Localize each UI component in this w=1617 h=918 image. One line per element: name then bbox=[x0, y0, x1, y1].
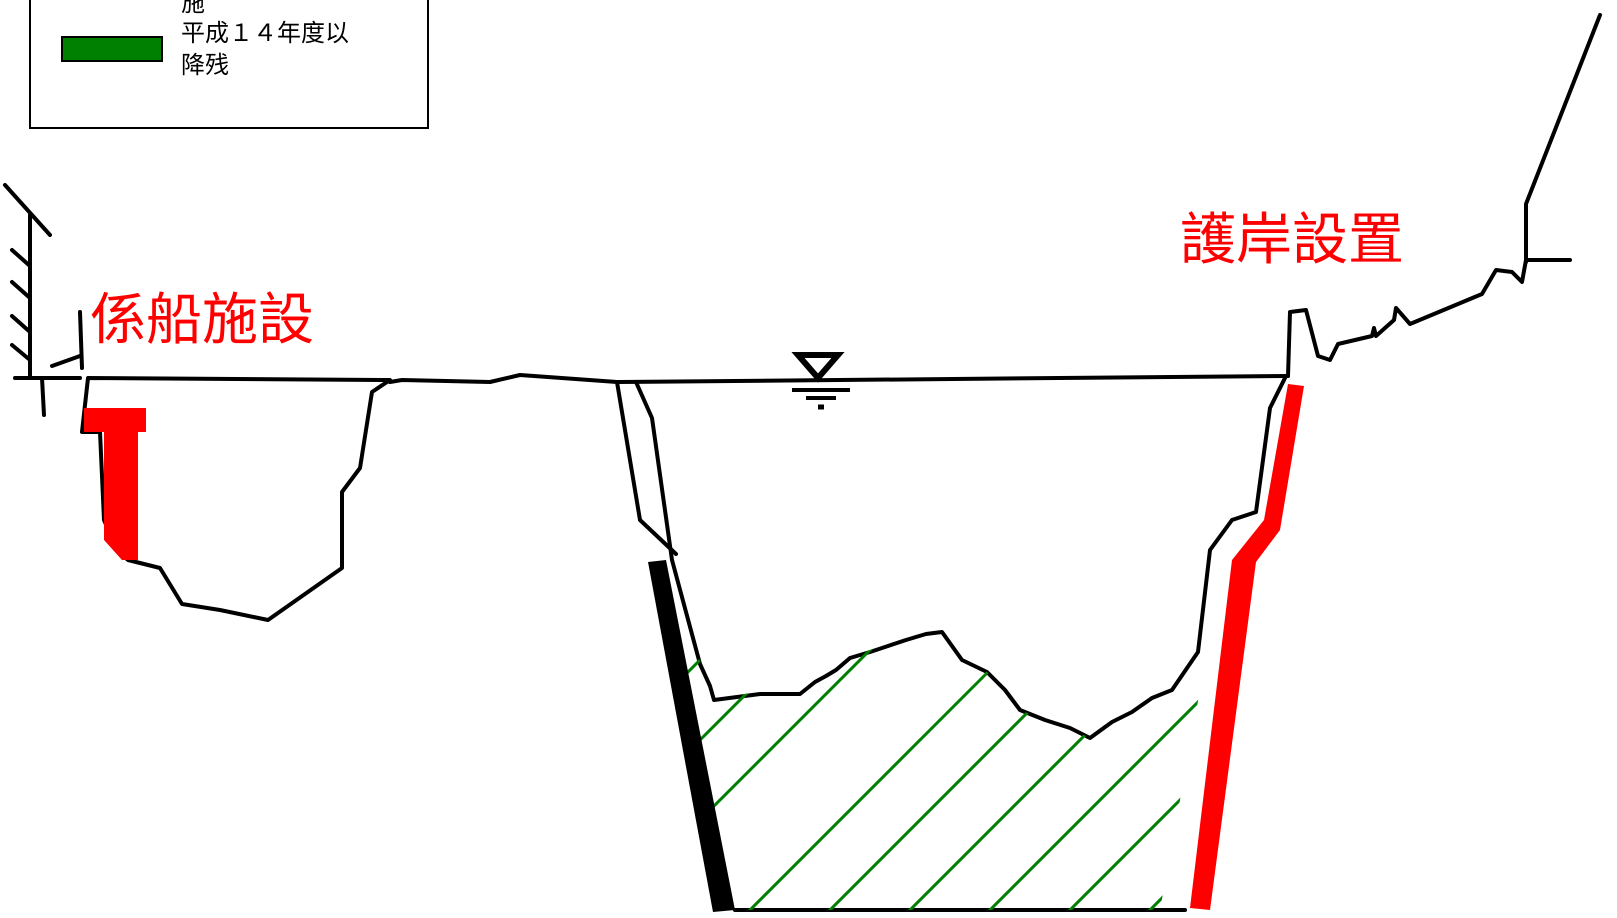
existing-wall-black bbox=[648, 560, 735, 912]
mooring-facility-structure bbox=[84, 408, 146, 560]
revetment-structure bbox=[1190, 384, 1304, 910]
right-bank-outline bbox=[1286, 258, 1572, 378]
revetment-label: 護岸設置 bbox=[1180, 208, 1404, 273]
mooring-basin-outline bbox=[80, 376, 392, 622]
main-channel-outline bbox=[615, 374, 1288, 912]
legend-swatch-remaining bbox=[61, 36, 163, 62]
mooring-facility-label: 係船施設 bbox=[90, 288, 314, 353]
water-level-symbol bbox=[791, 352, 850, 410]
legend-partial-text: 施 bbox=[181, 0, 205, 17]
legend-item-remaining-line1: 平成１４年度以 bbox=[181, 19, 349, 47]
legend: 施 平成１４年度以 降残 bbox=[29, 0, 429, 129]
left-bank-wall bbox=[3, 183, 84, 417]
remaining-sediment-hatch bbox=[672, 630, 1200, 910]
water-surface-line bbox=[388, 373, 1290, 384]
legend-item-remaining-line2: 降残 bbox=[181, 51, 229, 79]
right-bank-upper-slope bbox=[1524, 13, 1602, 264]
